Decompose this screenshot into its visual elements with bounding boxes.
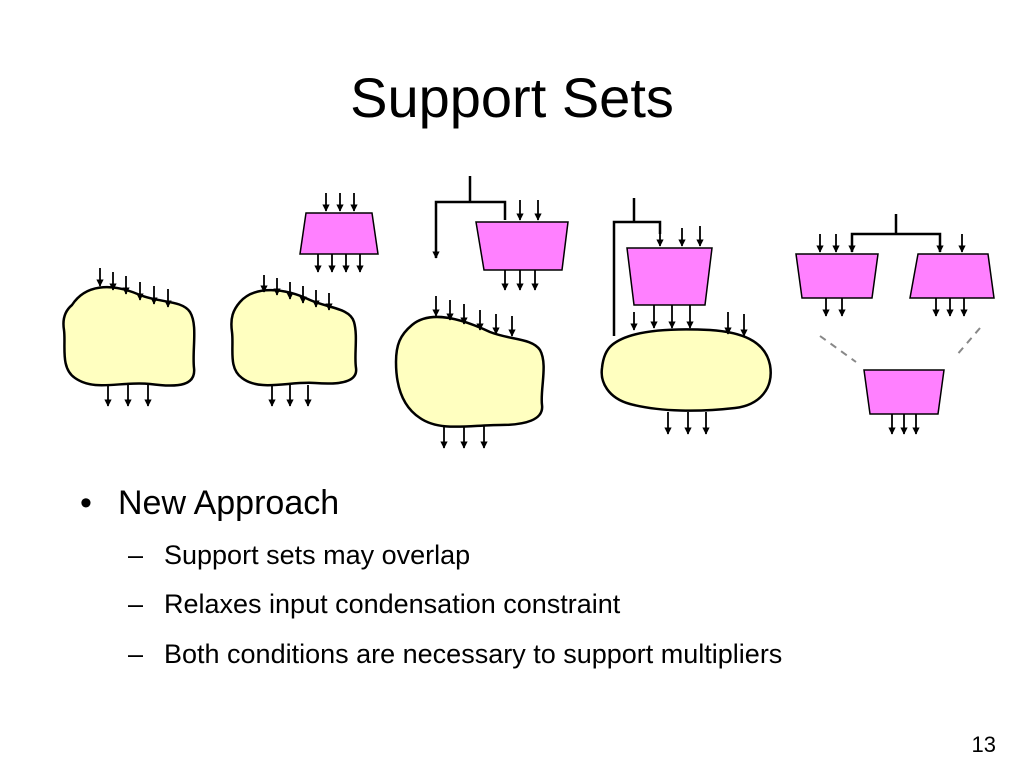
sub-bullet-mark: – bbox=[128, 540, 144, 570]
sub-bullet-text: Support sets may overlap bbox=[164, 540, 471, 570]
blob-group-4 bbox=[600, 198, 772, 435]
output-arrows bbox=[104, 385, 152, 407]
dashed-connectors bbox=[819, 327, 981, 363]
multiplier-block bbox=[626, 247, 713, 306]
sub-bullet-text: Relaxes input condensation constraint bbox=[164, 589, 621, 619]
sub-bullet-mark: – bbox=[128, 589, 144, 619]
multiplier-block bbox=[909, 253, 995, 299]
sub-bullet-item: –Support sets may overlap bbox=[128, 535, 470, 575]
sub-bullet-item: –Both conditions are necessary to suppor… bbox=[128, 634, 782, 674]
sub-bullet-mark: – bbox=[128, 639, 144, 669]
multiplier-block bbox=[863, 369, 945, 415]
logic-blob bbox=[600, 328, 772, 412]
bullet-list: •New Approach –Support sets may overlap … bbox=[0, 478, 1024, 698]
support-sets-diagram bbox=[62, 176, 995, 449]
blob-group-3 bbox=[394, 176, 569, 449]
sub-bullet-item: –Relaxes input condensation constraint bbox=[128, 584, 620, 624]
blob-group-2 bbox=[230, 193, 379, 407]
sub-bullet-text: Both conditions are necessary to support… bbox=[164, 639, 783, 669]
multiplier-block bbox=[475, 221, 569, 271]
bullet-mark: • bbox=[80, 484, 92, 522]
bullet-text: New Approach bbox=[118, 484, 340, 522]
multiplier-block bbox=[795, 253, 879, 299]
bullet-item: • New Approach bbox=[80, 478, 339, 528]
multiplier-block bbox=[299, 212, 379, 255]
page-number: 13 bbox=[971, 732, 996, 757]
logic-blob bbox=[62, 285, 196, 387]
blob-group-1 bbox=[62, 268, 196, 407]
block-group-5 bbox=[795, 214, 995, 435]
slide-title: Support Sets bbox=[350, 66, 674, 129]
input-arrows bbox=[96, 268, 172, 308]
logic-blob bbox=[230, 288, 358, 387]
logic-blob bbox=[394, 315, 545, 428]
